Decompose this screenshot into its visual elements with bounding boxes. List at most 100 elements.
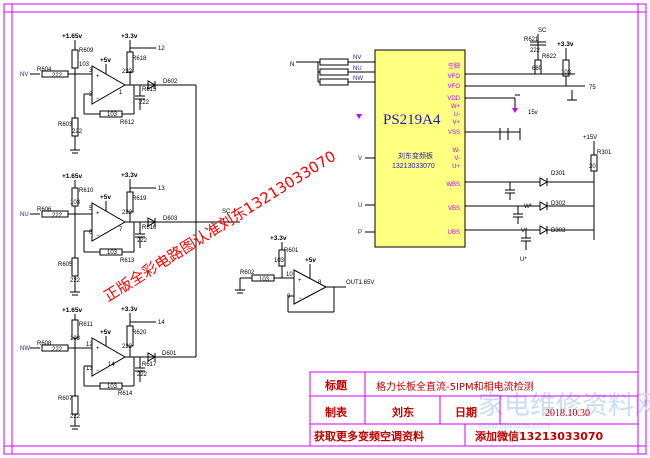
opamp-2-minus: −: [96, 233, 100, 239]
resistor-r605-label: R605: [58, 262, 73, 268]
resistor-r609: [71, 49, 79, 69]
ipm-left-pin-label: V: [358, 156, 362, 162]
arrow-marker: [356, 114, 362, 119]
n-line-label-nu: NU: [353, 66, 362, 72]
ipm-left-pin-label: U: [358, 203, 362, 209]
ipm-left-pins: V U P: [358, 156, 375, 236]
n-line-label-nv: NV: [353, 55, 361, 61]
ipm-chip: PS219A4 刘东变频板 13213033070 VUP 空脚VFOVFOVD…: [358, 49, 466, 248]
wechat-text: 添加微信13213033070: [475, 429, 604, 443]
diode-d301: [539, 177, 549, 187]
resistor-r618-label: R618: [132, 56, 147, 62]
vcc-label-2: +3.3v: [121, 172, 138, 179]
net-label-14: 14: [158, 320, 165, 326]
ipm-left-pin-label: P: [358, 230, 362, 236]
title-value: 格力长板全直流-5IPM和相电流检测: [376, 380, 534, 393]
resistor-r604-value: 222: [52, 73, 63, 79]
diode-d302: [539, 201, 549, 211]
reference-buffer: +3.3v R601 103 R602 103 + − 10 9 8 +5v O…: [235, 235, 374, 313]
resistor-r606-label: R606: [37, 207, 52, 213]
n-input-network: N NV NU NW: [290, 55, 375, 119]
opamp-ref-plus: +: [298, 278, 302, 284]
net-label-w-star: W*: [524, 204, 533, 210]
ipm-right-pin-label: VBS: [448, 206, 460, 212]
resistor-r602-label: R602: [240, 270, 255, 276]
resistor-r612-value: 103: [107, 112, 118, 118]
resistor-r622-label: R622: [542, 54, 557, 60]
resistor-r601-label: R601: [284, 248, 299, 254]
resistor-r301-label: R301: [597, 150, 612, 156]
resistor-r613-value: 103: [107, 250, 118, 256]
vcc-label-3: +3.3v: [121, 306, 138, 313]
n-line-label-nw: NW: [353, 76, 363, 82]
resistor-r619: [126, 191, 134, 213]
vplus-label-3: +5v: [100, 329, 111, 336]
resistor-r604-label: R604: [37, 67, 52, 73]
opamp-3-pin-c: 14: [108, 362, 115, 368]
input-label-nu: NU: [20, 212, 29, 218]
vref-label-2: +1.65v: [62, 173, 82, 180]
opamp-2-pin-c: 7: [119, 227, 123, 233]
ipm-chip-name: PS219A4: [383, 112, 441, 128]
diode-d302-label: D302: [551, 201, 566, 207]
resistor-r622-value: 680: [532, 66, 543, 72]
net-label-out: OUT1.65V: [346, 280, 374, 286]
ref-vplus-label: +5v: [305, 257, 316, 264]
opamp-1-minus: −: [96, 96, 100, 102]
resistor-r621-label: R621: [524, 37, 539, 43]
ipm-right-pin-label: VDD: [447, 96, 460, 102]
opamp-3-pin-b: 13: [86, 366, 93, 372]
ipm-chip-sub1: 刘东变频板: [398, 151, 433, 160]
diode-d301-label: D301: [551, 171, 566, 177]
ref-vcc-label: +3.3v: [270, 235, 287, 242]
resistor-r620-value: 222: [122, 344, 133, 350]
chip-vcc-label: +3.3v: [557, 41, 574, 48]
shunt-resistor-2: [319, 68, 349, 76]
watermark-phone: 正版全彩电路图认准刘东13213033070: [101, 147, 339, 305]
net-label-n: N: [290, 62, 294, 68]
opamp-1-pin-a: 3: [89, 68, 93, 74]
resistor-r609-label: R609: [79, 48, 94, 54]
opamp-1-pin-b: 2: [89, 92, 93, 98]
shunt-resistor-1: [319, 58, 349, 66]
ipm-right-pin-label: V+: [452, 120, 460, 126]
sheet-border: [3, 3, 647, 455]
net-label-13: 13: [158, 186, 165, 192]
resistor-r606-value: 222: [52, 213, 63, 219]
resistor-r610-value: 103: [70, 200, 81, 206]
diode-d602: [147, 80, 157, 90]
pullup-value: 103: [561, 70, 572, 76]
made-by-value: 刘东: [392, 405, 414, 419]
resistor-r608-label: R608: [37, 341, 52, 347]
resistor-r615-label: R615: [142, 87, 157, 93]
vcc-label-1: +3.3v: [121, 33, 138, 40]
opamp-ref: [293, 269, 328, 305]
ipm-right-pin-label: U+: [452, 164, 460, 170]
ipm-right-pin-label: WBS: [446, 182, 460, 188]
cap-top-value: 222: [530, 48, 541, 54]
more-info-text: 获取更多变频空调资料: [314, 429, 424, 443]
opamp-block-nv: NV R604 222 +1.65v R609 103 R603 222 + −…: [20, 33, 196, 154]
opamp-1: [91, 65, 127, 105]
opamp-2-plus: +: [96, 211, 100, 217]
net-label-u-star: U*: [520, 257, 527, 263]
resistor-r609-value: 103: [79, 62, 90, 68]
opamp-2-pin-a: 5: [89, 206, 93, 212]
vref-label-3: +1.65v: [62, 307, 82, 314]
input-label-nv: NV: [20, 72, 28, 78]
chip-right-network: SC R621 222 R622 680 +3.3v 103 75 15v +1…: [465, 28, 612, 240]
ipm-chip-sub2: 13213033070: [392, 163, 435, 170]
resistor-r613-label: R613: [120, 258, 135, 264]
title-block: 标题 格力长板全直流-5IPM和相电流检测 制表 刘东 日期 2018.10.3…: [309, 371, 639, 447]
resistor-r616-label: R616: [142, 225, 157, 231]
opamp-ref-pin-c: 8: [318, 280, 322, 286]
opamp-block-nw: NW R608 222 +1.65v R611 103 R607 222 + −…: [20, 306, 196, 430]
opamp-1-pin-c: 1: [119, 90, 123, 96]
shunt-resistor-3: [319, 78, 349, 86]
resistor-r603-value: 222: [72, 129, 83, 135]
resistor-r611-label: R611: [79, 322, 94, 328]
resistor-r301-value: 20: [589, 164, 596, 170]
ipm-right-pin-label: W-: [452, 148, 460, 154]
